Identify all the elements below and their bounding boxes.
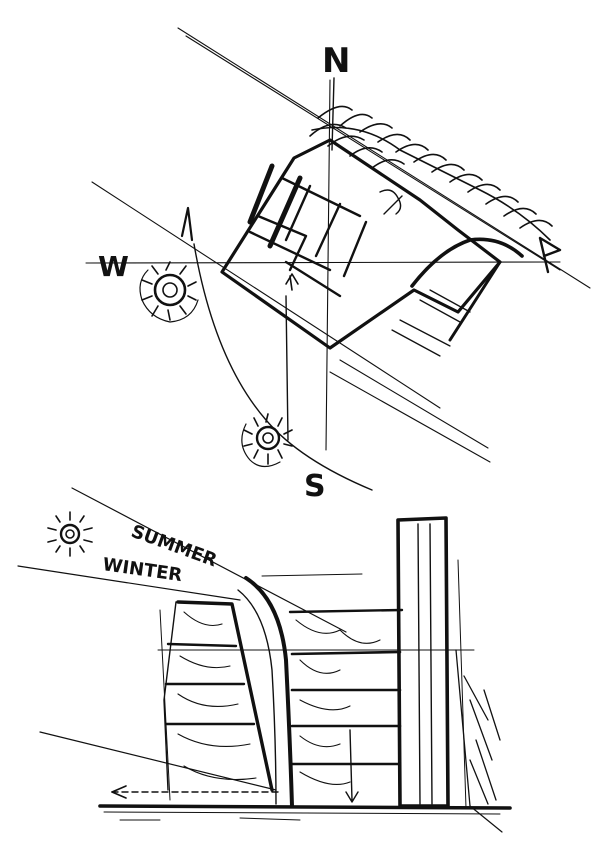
- summer-sun-line: [71, 487, 347, 633]
- east-indicator: [538, 236, 562, 274]
- sun-icon-section: [47, 511, 93, 557]
- curved-facade-inner: [237, 589, 277, 805]
- sun-icon-west: [139, 261, 199, 323]
- sun-icon-south: [241, 413, 293, 468]
- floor-slabs: [290, 650, 402, 766]
- west-arrow-head: [180, 206, 194, 242]
- right-earth-hatch: [455, 649, 501, 807]
- north-label: N: [322, 41, 350, 81]
- south-label: S: [304, 469, 326, 504]
- curved-facade: [244, 576, 294, 808]
- left-floor-slabs: [164, 642, 256, 726]
- site-plan-construction-lines: [85, 27, 591, 463]
- winter-sun-line: [17, 565, 241, 601]
- left-block-back: [163, 601, 177, 791]
- tower-block: [396, 516, 450, 808]
- sun-path-arc: [193, 243, 373, 491]
- left-arrow-head: [111, 785, 127, 799]
- terrace-lines: [391, 289, 471, 357]
- sun-to-building-line: [285, 295, 289, 441]
- east-wing-wall: [448, 260, 502, 342]
- tower-inner-lines: [417, 523, 433, 805]
- hillside-hatching: [309, 105, 553, 241]
- sun-path: [193, 243, 373, 491]
- ground-line: [98, 785, 512, 833]
- middle-block: [288, 608, 404, 803]
- sun-angle-lines: [17, 487, 347, 791]
- low-sun-line: [39, 731, 277, 791]
- curved-wall-section: [237, 576, 294, 808]
- east-arrow-mark: [538, 236, 562, 274]
- north-indicator: N: [322, 41, 350, 151]
- site-plan: N W: [85, 27, 591, 504]
- north-axis-line: [331, 77, 335, 151]
- left-hatch: [177, 611, 257, 781]
- left-block-slope: [176, 600, 274, 792]
- tower-outline: [396, 516, 450, 808]
- section-guide-lines: [157, 559, 475, 809]
- building-footprint: [220, 138, 524, 357]
- left-block: [163, 600, 274, 792]
- vertical-arrow: [345, 729, 359, 803]
- curved-wall: [410, 237, 524, 288]
- building-interior-walls: [248, 176, 368, 298]
- west-indicator: W: [98, 206, 194, 283]
- middle-hatch: [295, 619, 381, 785]
- west-label: W: [98, 250, 129, 283]
- building-outline: [220, 138, 502, 350]
- entry-arrow: [285, 273, 299, 291]
- zigzag-mark: [379, 189, 403, 215]
- building-thick-walls: [247, 163, 303, 249]
- winter-label: WINTER: [101, 554, 183, 586]
- building-section: SUMMER WINTER: [17, 487, 512, 833]
